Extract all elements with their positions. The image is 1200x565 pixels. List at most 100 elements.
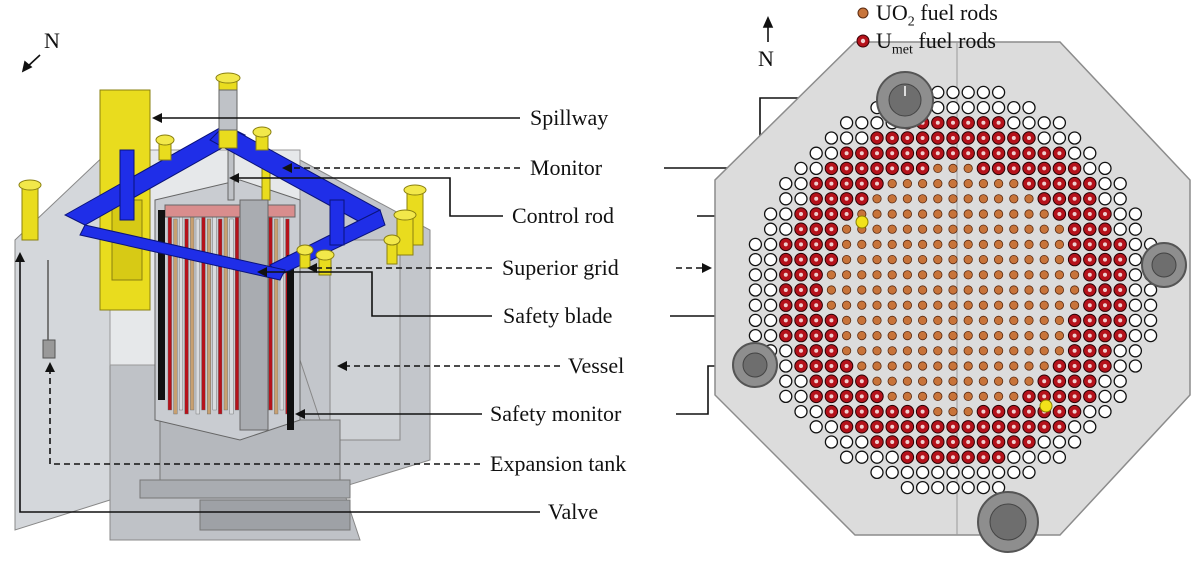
core-grid-plate [714, 41, 1191, 553]
uo2-rod-position [1024, 346, 1034, 356]
leader-control-rod [232, 177, 503, 217]
umet-rod-core [859, 379, 864, 384]
uo2-rod-position [917, 330, 928, 341]
umet-rod-core [875, 166, 879, 171]
uo2-rod-position [1024, 330, 1034, 341]
superstructure-beam-diagonal [79, 224, 286, 281]
empty-rod-position [763, 252, 778, 267]
uo2-rod-position [1054, 300, 1065, 310]
empty-rod-position [976, 85, 991, 100]
umet-rod-core [890, 409, 895, 414]
uo2-rod-position [887, 239, 897, 249]
empty-rod-position [855, 435, 869, 449]
empty-rod-position [991, 465, 1006, 480]
label-monitor: Monitor [530, 155, 603, 180]
umet-rod-core [951, 136, 955, 140]
uo2-rod-position [933, 391, 943, 401]
uo2-rod-position [917, 361, 928, 371]
compass-arrows [21, 16, 774, 73]
umet-rod-core [844, 166, 849, 171]
uo2-rod-position [1009, 179, 1019, 189]
core-top-grid [164, 204, 296, 218]
uo2-rod-position [1039, 255, 1049, 265]
uo2-rod-position [857, 315, 867, 325]
umet-rod-core [1072, 379, 1077, 384]
empty-rod-position [870, 450, 884, 464]
umet-rod-core [1011, 409, 1016, 414]
umet-rod-core [1087, 272, 1092, 277]
superstructure-beam-left [63, 124, 247, 226]
empty-rod-position [961, 85, 975, 100]
umet-rod-core [981, 166, 986, 171]
umet-rod-core [1057, 364, 1062, 368]
empty-rod-position [1067, 131, 1082, 145]
uo2-rod-position [1039, 330, 1049, 341]
uo2-rod-position [857, 361, 867, 371]
umet-rod-core [783, 288, 788, 292]
core-fuel-rod [268, 214, 273, 411]
umet-rod-core [1087, 212, 1092, 216]
uo2-rod-position [841, 255, 852, 265]
uo2-rod-position [993, 209, 1004, 219]
umet-rod-core [1042, 394, 1047, 399]
umet-rod-core [829, 227, 834, 232]
empty-rod-position [763, 283, 778, 297]
uo2-rod-position [963, 239, 973, 249]
empty-rod-position [1128, 328, 1143, 343]
umet-rod-core [875, 440, 879, 444]
uo2-rod-position [841, 224, 852, 234]
empty-rod-position [885, 465, 899, 480]
umet-rod-core [783, 303, 788, 308]
empty-rod-position [946, 85, 960, 100]
umet-rod-core [844, 181, 849, 186]
label-superior-grid: Superior grid [502, 255, 619, 280]
valve-body [199, 499, 351, 531]
umet-rod-core [935, 151, 940, 156]
umet-rod-core [859, 394, 864, 399]
umet-rod-core [829, 379, 834, 384]
umet-rod-core [1103, 227, 1107, 232]
umet-rod-core [1057, 181, 1062, 186]
uo2-rod-position [1024, 376, 1034, 386]
uo2-rod-position [933, 209, 943, 219]
umet-rod-core [844, 196, 849, 201]
empty-rod-position [976, 100, 991, 115]
empty-rod-position [1128, 207, 1143, 221]
uo2-rod-position [933, 255, 943, 265]
empty-rod-position [779, 344, 793, 358]
empty-rod-position [794, 192, 808, 206]
empty-rod-position [809, 161, 823, 176]
uo2-rod-position [933, 194, 943, 204]
uo2-rod-position [963, 194, 973, 204]
empty-rod-position [1128, 313, 1143, 328]
umet-rod-core [814, 303, 819, 308]
empty-rod-position [1007, 465, 1021, 480]
core-fuel-rod [218, 218, 223, 415]
umet-rod-core [814, 272, 819, 277]
empty-rod-position [1052, 435, 1067, 449]
uo2-rod-position [917, 270, 928, 280]
umet-rod-core [783, 318, 788, 323]
umet-rod-core [1103, 272, 1107, 277]
leader-arrows [15, 93, 883, 419]
umet-rod-core [859, 151, 864, 156]
empty-rod-position [915, 480, 930, 495]
uo2-rod-position [1024, 194, 1034, 204]
uo2-rod-position [1070, 270, 1080, 280]
umet-rod-core [844, 151, 849, 156]
uo2-rod-position [933, 361, 943, 371]
empty-rod-position [779, 374, 793, 388]
umet-rod-core [1027, 424, 1031, 429]
empty-rod-position [1037, 116, 1051, 130]
umet-rod-core [996, 151, 1001, 156]
uo2-rod-position [948, 361, 958, 371]
umet-rod-core [981, 120, 986, 125]
umet-rod-core [799, 257, 803, 262]
core-fuel-rod [212, 214, 217, 411]
empty-rod-position [794, 374, 808, 388]
superstructure-leg-right [329, 199, 345, 246]
umet-rod-core [1072, 333, 1077, 338]
empty-rod-position [1113, 344, 1127, 358]
umet-rod-core [1103, 242, 1107, 247]
umet-rod-core [966, 440, 971, 444]
